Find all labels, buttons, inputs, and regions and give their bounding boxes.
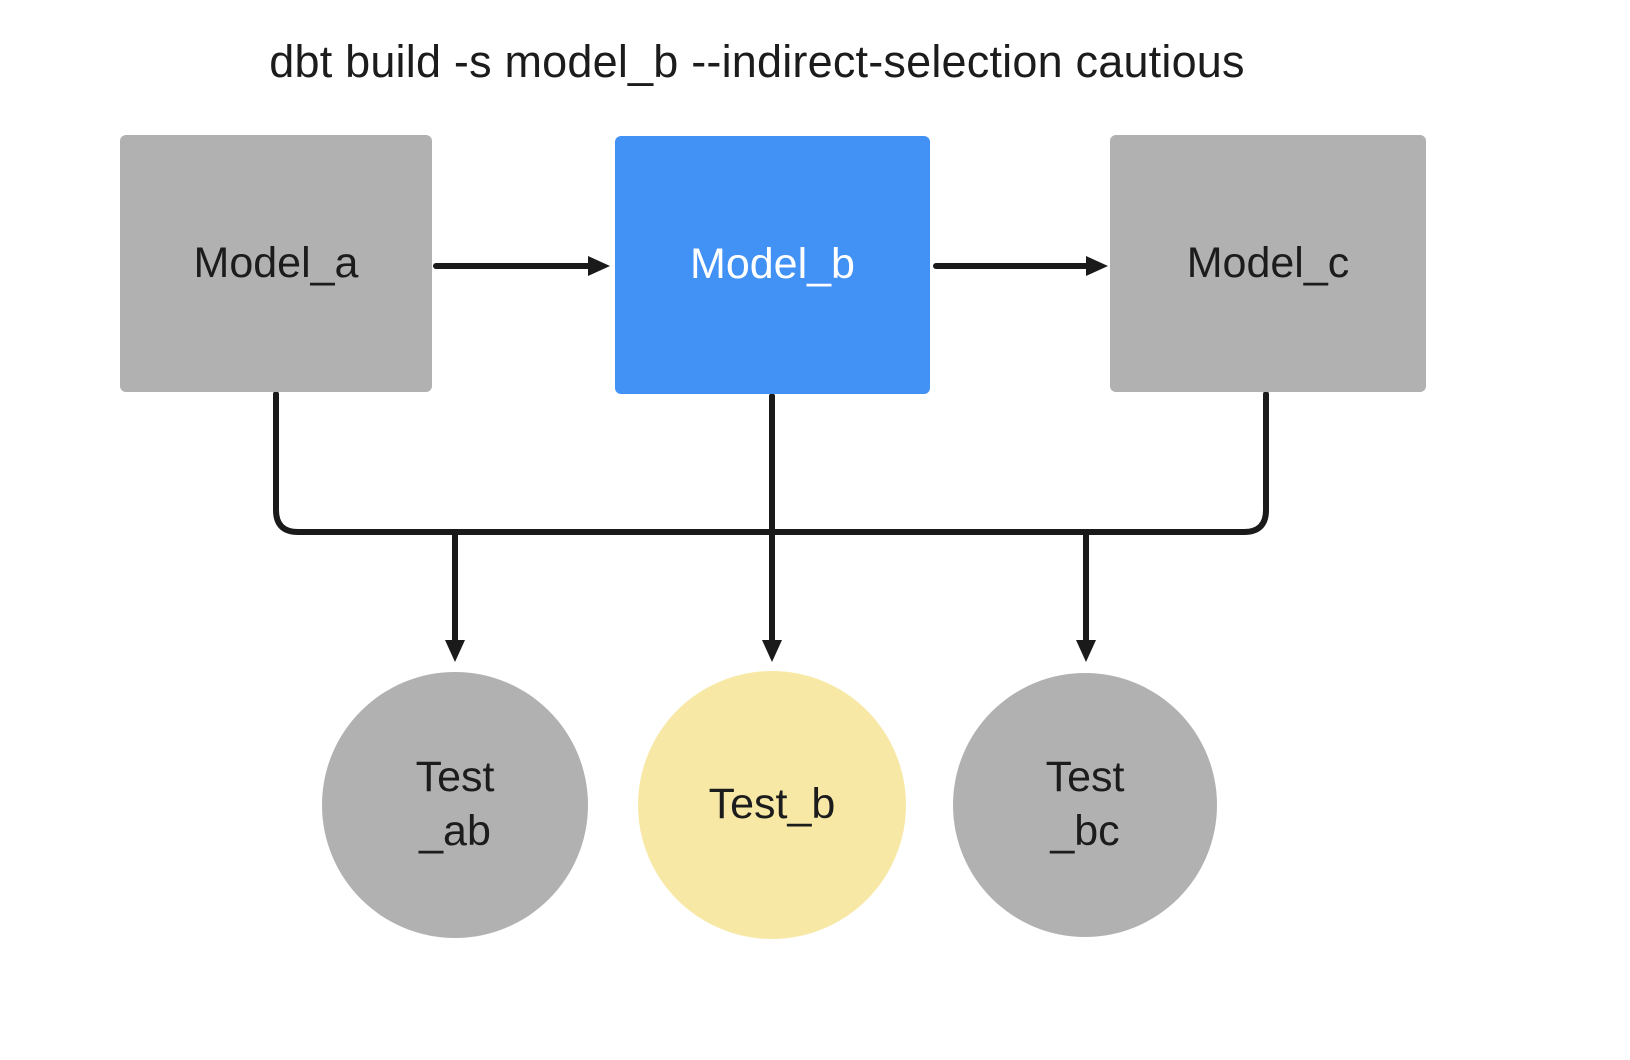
node-test-bc-label-line2: _bc <box>1050 807 1120 855</box>
node-test-ab: Test _ab <box>322 672 588 938</box>
node-test-ab-label-line2: _ab <box>419 807 491 855</box>
node-model-c-label: Model_c <box>1186 238 1350 287</box>
node-test-ab-label-line1: Test <box>415 753 495 802</box>
node-model-b-selected: Model_b <box>615 136 930 394</box>
node-test-bc: Test _bc <box>953 673 1217 937</box>
node-test-b-label: Test_b <box>708 780 836 829</box>
node-model-a: Model_a <box>120 135 432 392</box>
node-model-c: Model_c <box>1110 135 1426 392</box>
diagram-title: dbt build -s model_b --indirect-selectio… <box>269 36 1245 87</box>
node-model-a-label: Model_a <box>193 238 359 287</box>
node-test-bc-label-line1: Test <box>1045 753 1125 802</box>
node-test-b-selected: Test_b <box>638 671 906 939</box>
node-model-b-label: Model_b <box>690 240 855 289</box>
